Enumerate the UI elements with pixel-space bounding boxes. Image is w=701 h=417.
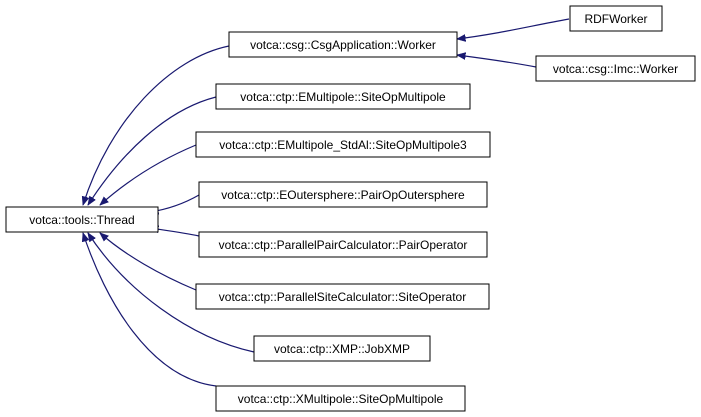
edges-layer [83, 18, 570, 387]
node-label-rdf-worker: RDFWorker [584, 12, 647, 26]
node-label-xmultipole: votca::ctp::XMultipole::SiteOpMultipole [238, 392, 444, 406]
node-eoutersphere[interactable]: votca::ctp::EOutersphere::PairOpOutersph… [198, 181, 488, 208]
node-label-emultipole-stdal: votca::ctp::EMultipole_StdAl::SiteOpMult… [219, 138, 467, 152]
edge-csgworker-to-thread [83, 45, 230, 205]
edge-xmpjobxmp-to-thread [88, 233, 255, 353]
node-xmultipole[interactable]: votca::ctp::XMultipole::SiteOpMultipole [215, 385, 466, 412]
node-rdf-worker[interactable]: RDFWorker [569, 5, 663, 32]
node-label-xmp-jobxmp: votca::ctp::XMP::JobXMP [274, 342, 410, 356]
node-label-parallel-pair: votca::ctp::ParallelPairCalculator::Pair… [219, 238, 468, 252]
nodes-layer: votca::tools::Thread votca::csg::CsgAppl… [5, 5, 696, 412]
node-label-imc-worker: votca::csg::Imc::Worker [553, 62, 678, 76]
node-thread[interactable]: votca::tools::Thread [5, 206, 159, 233]
node-parallel-pair[interactable]: votca::ctp::ParallelPairCalculator::Pair… [198, 231, 488, 258]
edge-emultipole-to-thread [88, 96, 217, 205]
node-imc-worker[interactable]: votca::csg::Imc::Worker [535, 55, 696, 82]
node-csg-worker[interactable]: votca::csg::CsgApplication::Worker [228, 31, 458, 58]
node-xmp-jobxmp[interactable]: votca::ctp::XMP::JobXMP [253, 335, 431, 362]
node-label-csg-worker: votca::csg::CsgApplication::Worker [250, 38, 436, 52]
edge-imcworker-to-csgworker [457, 55, 537, 68]
node-emultipole[interactable]: votca::ctp::EMultipole::SiteOpMultipole [215, 83, 471, 110]
node-label-parallel-site: votca::ctp::ParallelSiteCalculator::Site… [219, 290, 466, 304]
node-label-eoutersphere: votca::ctp::EOutersphere::PairOpOutersph… [221, 188, 465, 202]
edge-rdfworker-to-csgworker [457, 18, 570, 39]
node-label-emultipole: votca::ctp::EMultipole::SiteOpMultipole [240, 90, 446, 104]
node-label-thread: votca::tools::Thread [29, 213, 134, 227]
node-parallel-site[interactable]: votca::ctp::ParallelSiteCalculator::Site… [195, 283, 490, 310]
edge-emultipolestdal-to-thread [100, 144, 197, 205]
edge-xmultipole-to-thread [83, 233, 217, 387]
edge-parallelsite-to-thread [100, 233, 197, 291]
node-emultipole-stdal[interactable]: votca::ctp::EMultipole_StdAl::SiteOpMult… [195, 131, 491, 158]
